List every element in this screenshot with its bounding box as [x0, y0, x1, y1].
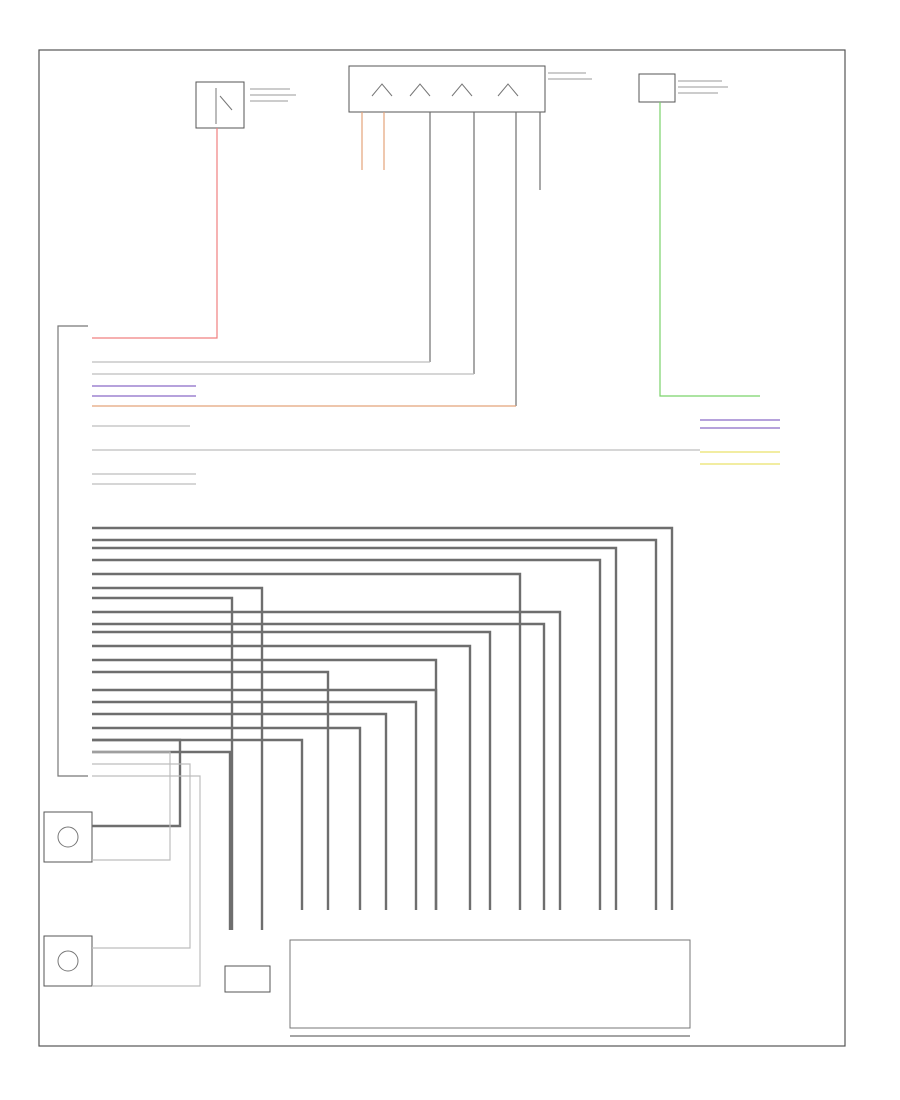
solenoid-harness-wire	[92, 546, 618, 910]
solenoid-harness-wire	[92, 644, 472, 910]
wire-harness	[92, 102, 780, 1037]
input-sensor-return-wire	[92, 751, 171, 861]
solenoid-harness-wire	[92, 670, 330, 910]
output-sensor-return-wire	[92, 775, 201, 987]
input-speed-sensor	[43, 811, 93, 863]
solenoid-harness-wire	[92, 558, 602, 910]
solenoid-harness-wire	[92, 596, 234, 930]
solenoid-harness-wire	[92, 610, 562, 910]
output-speed-sensor	[43, 935, 93, 987]
fuse-relay-box-top-right	[638, 73, 728, 103]
input-sensor-wire	[92, 738, 182, 828]
transmission-control-module	[57, 325, 88, 777]
solenoid-harness-wire	[92, 630, 492, 910]
power-distribution-box-top-left	[195, 81, 296, 129]
solenoid-harness-wire	[92, 586, 264, 930]
power-feed-wire	[92, 128, 218, 339]
selector-lever-switch-top-center	[348, 65, 592, 113]
solenoid-harness-wire	[92, 572, 522, 910]
ignition-feed-wire	[659, 102, 760, 397]
solenoid-harness-wire	[92, 700, 418, 910]
solenoid-harness-wire	[92, 688, 438, 910]
solenoid-harness-wire	[92, 526, 674, 910]
solenoid-harness-wire	[92, 726, 362, 910]
solenoid-harness-wire	[92, 712, 388, 910]
output-sensor-wire	[92, 763, 191, 949]
solenoid-harness-wire	[92, 622, 546, 910]
transmission-range-sensor	[224, 965, 271, 993]
shift-solenoid-pack	[289, 939, 691, 1029]
solenoid-harness-wire	[92, 538, 658, 910]
